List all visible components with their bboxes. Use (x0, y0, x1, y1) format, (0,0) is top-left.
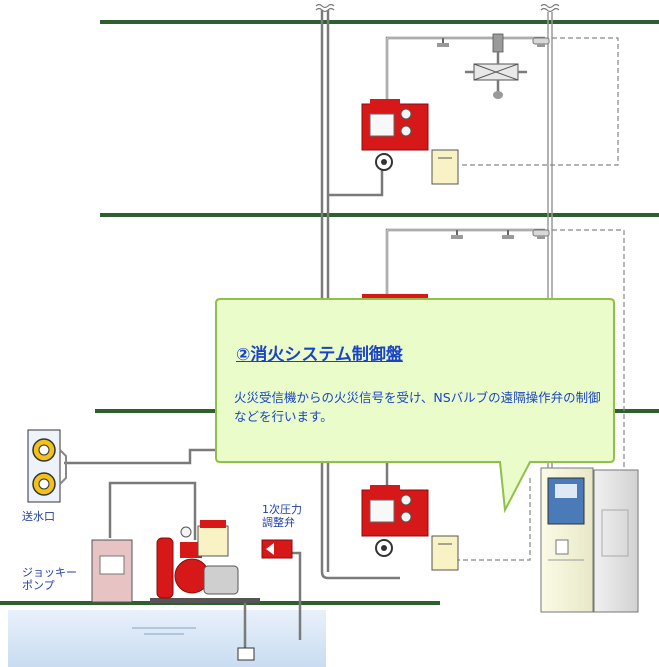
smoke-detector-icon (532, 229, 550, 239)
foot-valve (237, 647, 255, 661)
pressure-regulating-valve (261, 539, 293, 559)
floor-1-equipment (361, 33, 619, 185)
water-outlet-connection (27, 429, 67, 503)
water-tank (8, 610, 326, 667)
water-outlet-label: 送水口 (22, 510, 55, 523)
callout-body: 火災受信機からの火災信号を受け、NSバルブの遠隔操作弁の制御などを行います。 (234, 390, 601, 424)
alarm-panel (431, 535, 459, 571)
fire-pump (150, 520, 260, 603)
floor-3-equipment (361, 460, 531, 571)
sprinkler-head-icon (502, 230, 514, 239)
fire-valve-box (361, 485, 429, 557)
smoke-detector-icon (532, 37, 550, 47)
fire-receiver-cabinet (593, 469, 639, 613)
control-panel-cabinet (540, 467, 594, 613)
callout-bubble (215, 298, 615, 514)
alarm-panel (431, 149, 459, 185)
sprinkler-head-icon (451, 230, 463, 239)
pipe-break-marks (315, 3, 560, 13)
pressure-valve-label: 1次圧力 調整弁 (262, 503, 302, 530)
jockey-pump-label: ジョッキー ポンプ (22, 566, 77, 593)
valve-block (492, 33, 504, 53)
callout-title: ②消火システム制御盤 (236, 345, 403, 365)
fire-valve-box (361, 99, 429, 171)
jockey-pump (91, 539, 133, 603)
sprinkler-head-icon (437, 38, 449, 47)
